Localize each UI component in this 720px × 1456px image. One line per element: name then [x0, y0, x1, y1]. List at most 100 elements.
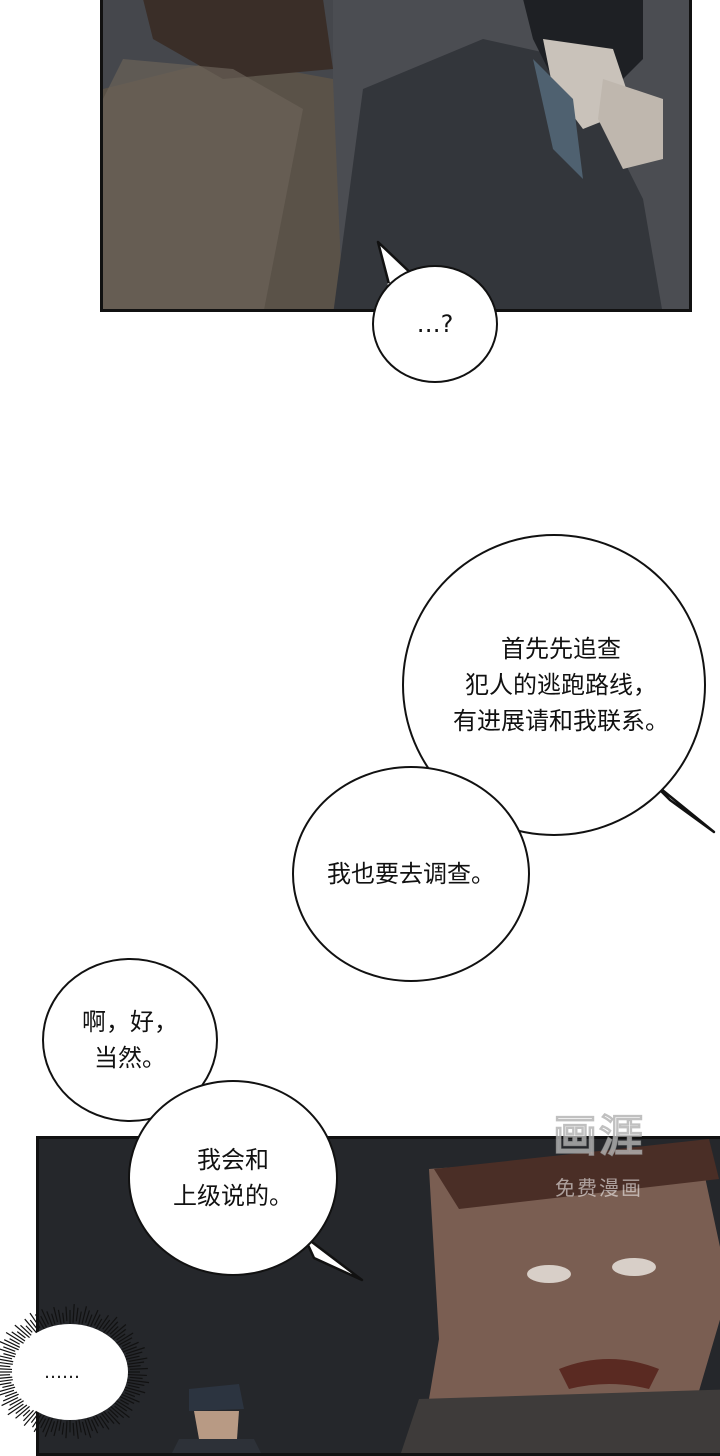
burst-line	[3, 1346, 16, 1352]
burst-line	[123, 1386, 146, 1394]
burst-line	[61, 1422, 65, 1435]
burst-line	[118, 1337, 133, 1346]
burst-line	[114, 1399, 133, 1411]
silence-burst-text: ……	[44, 1362, 80, 1383]
burst-line	[32, 1414, 42, 1428]
burst-line	[24, 1318, 38, 1334]
burst-line	[125, 1355, 140, 1360]
burst-line	[65, 1306, 68, 1322]
burst-line	[119, 1393, 140, 1403]
burst-line	[9, 1398, 22, 1406]
burst-line	[15, 1404, 28, 1414]
burst-line	[0, 1355, 13, 1360]
burst-line	[0, 1382, 12, 1386]
burst-line	[51, 1313, 56, 1325]
burst-line	[0, 1374, 11, 1376]
burst-line	[16, 1331, 26, 1339]
burst-line	[123, 1351, 143, 1358]
burst-line	[78, 1311, 82, 1326]
right-man-hand	[598, 79, 663, 169]
burst-line	[98, 1314, 109, 1330]
burst-line	[75, 1307, 79, 1322]
burst-line	[53, 1307, 59, 1323]
burst-line	[114, 1405, 130, 1418]
burst-line	[40, 1418, 47, 1429]
burst-line	[125, 1378, 150, 1384]
burst-line	[90, 1419, 99, 1434]
burst-line	[14, 1324, 31, 1339]
man-mustache	[559, 1359, 659, 1389]
officer-cap	[189, 1384, 244, 1411]
burst-line	[102, 1316, 118, 1334]
burst-line	[93, 1314, 101, 1326]
man-collar	[401, 1389, 720, 1453]
burst-line	[20, 1324, 32, 1336]
question-bubble-text: …?	[416, 310, 454, 338]
instruction-bubble-text: 首先先追查 犯人的逃跑路线， 有进展请和我联系。	[453, 635, 669, 735]
burst-line	[3, 1339, 21, 1348]
watermark: 画涯 免费漫画	[534, 1100, 664, 1210]
burst-line	[129, 1376, 143, 1380]
man-left-eye	[527, 1265, 571, 1283]
watermark-tagline: 免费漫画	[555, 1176, 643, 1200]
report-bubble: 我会和 上级说的。	[128, 1080, 338, 1276]
investigate-bubble-text: 我也要去调查。	[327, 860, 495, 888]
burst-line	[42, 1417, 50, 1433]
burst-line	[2, 1393, 21, 1402]
agree-bubble-text: 啊，好， 当然。	[82, 1008, 178, 1072]
burst-line	[116, 1333, 126, 1341]
top-panel-art	[103, 0, 689, 309]
man-hair	[434, 1139, 719, 1209]
report-bubble-text: 我会和 上级说的。	[173, 1146, 293, 1210]
burst-line	[84, 1310, 90, 1323]
burst-line	[30, 1414, 38, 1423]
burst-line	[102, 1410, 115, 1424]
burst-line	[101, 1412, 110, 1423]
burst-line	[109, 1326, 119, 1335]
burst-line	[4, 1391, 18, 1398]
burst-line	[125, 1361, 145, 1366]
burst-line	[5, 1332, 26, 1345]
burst-line	[99, 1415, 110, 1430]
burst-line	[127, 1384, 140, 1389]
burst-line	[112, 1328, 127, 1340]
burst-line	[86, 1417, 94, 1432]
investigate-bubble: 我也要去调查。	[292, 766, 530, 982]
burst-line	[0, 1365, 11, 1368]
burst-line	[121, 1341, 131, 1348]
burst-line	[0, 1386, 17, 1392]
burst-line	[23, 1410, 38, 1427]
burst-line	[0, 1368, 13, 1371]
burst-line	[94, 1318, 103, 1330]
burst-line	[15, 1405, 31, 1419]
burst-line	[93, 1416, 100, 1427]
burst-line	[78, 1418, 82, 1433]
burst-line	[102, 1319, 111, 1330]
burst-line	[106, 1321, 119, 1335]
left-man-head	[143, 0, 333, 79]
burst-line	[127, 1365, 141, 1368]
question-bubble: …?	[372, 265, 498, 383]
burst-line	[0, 1389, 15, 1396]
burst-line	[46, 1311, 54, 1327]
burst-line	[72, 1304, 75, 1323]
burst-line	[29, 1312, 41, 1329]
burst-line	[120, 1399, 129, 1405]
burst-line	[90, 1309, 99, 1327]
burst-line	[94, 1414, 105, 1429]
burst-line	[40, 1315, 47, 1328]
burst-line	[41, 1309, 50, 1325]
report-bubble-tail	[302, 1234, 364, 1282]
burst-line	[81, 1421, 87, 1436]
burst-line	[119, 1396, 135, 1404]
burst-line	[0, 1348, 17, 1355]
burst-line	[119, 1341, 139, 1351]
burst-line	[44, 1417, 54, 1437]
officer-face	[194, 1411, 239, 1439]
burst-line	[53, 1420, 59, 1437]
burst-line	[22, 1409, 34, 1422]
burst-line	[3, 1353, 17, 1358]
officer-uniform	[172, 1439, 261, 1453]
burst-line	[58, 1418, 62, 1431]
burst-line	[114, 1332, 134, 1345]
